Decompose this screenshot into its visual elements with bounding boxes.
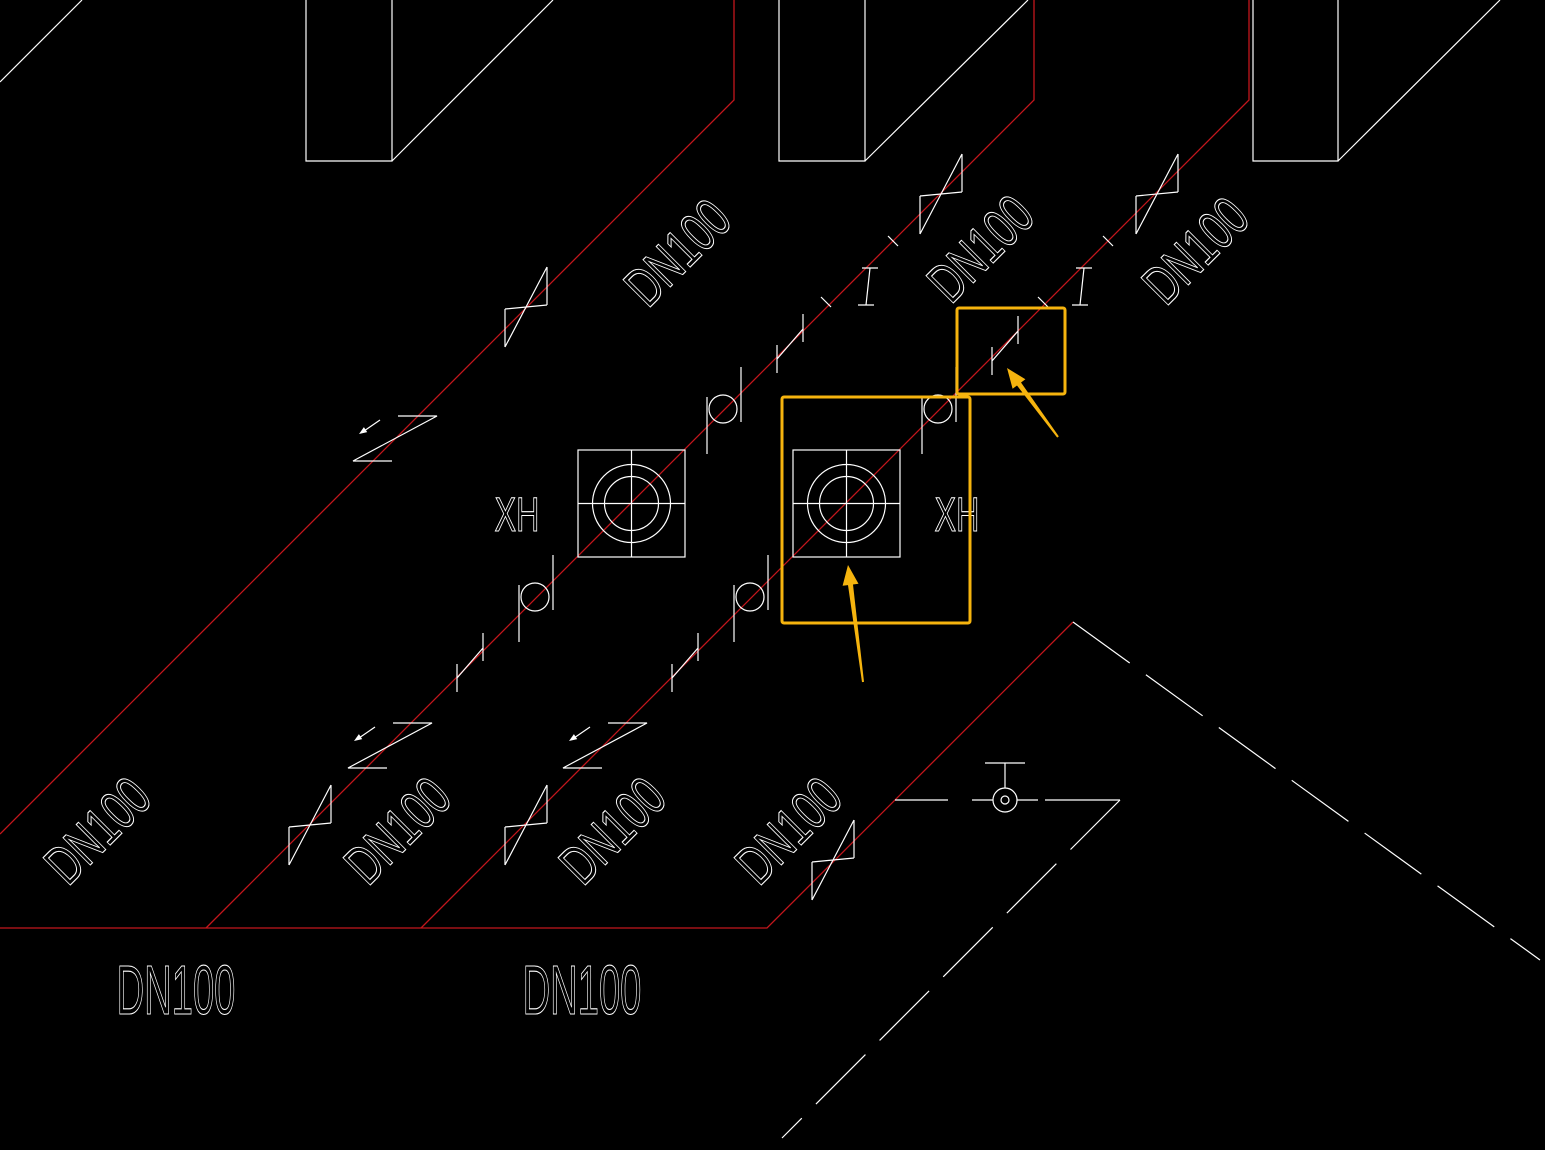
gate-valve-icon (504, 784, 548, 866)
pipe-size-label: DN100 (548, 766, 679, 897)
gate-valve-icon (919, 153, 963, 235)
gate-valve-icon (504, 266, 548, 348)
hydrant-label: XH (935, 488, 980, 542)
highlight-box-flange (955, 306, 1067, 396)
arrow-icon (1007, 368, 1059, 438)
dashed-boundary-line-2 (781, 799, 1121, 1139)
pipe-size-label: DN100 (613, 188, 744, 319)
pipe-size-label: DN100 (1131, 186, 1262, 317)
highlight-box-hydrant (780, 395, 972, 625)
flange-icon (671, 632, 699, 693)
flange-icon (776, 313, 804, 374)
arrow-icon (842, 565, 864, 683)
pipe-riser-2 (205, 0, 1035, 929)
pipe-size-label: DN100 (333, 766, 464, 897)
check-valve-icon (562, 722, 648, 769)
column-outline-1 (305, 0, 554, 162)
pipe-size-label: DN100 (33, 766, 164, 897)
pipe-size-label: DN100 (523, 951, 642, 1029)
corner-edge-line (0, 0, 83, 83)
pipe-main (0, 621, 1074, 929)
pipe-riser-1 (0, 0, 735, 835)
flange-icon (991, 315, 1019, 376)
pipe-size-label: DN100 (916, 184, 1047, 315)
dashed-boundary-line-1 (1072, 621, 1541, 961)
fire-hydrant-icon (577, 449, 686, 558)
fire-hydrant-icon (792, 449, 901, 558)
hydrant-label: XH (495, 488, 540, 542)
pipe-size-label: DN100 (117, 951, 236, 1029)
column-outline-3 (1252, 0, 1501, 162)
gate-valve-icon (1135, 153, 1179, 235)
tick-mark-icon (820, 296, 832, 308)
column-outline-2 (778, 0, 1029, 162)
fitting-icon (895, 762, 1120, 813)
pipe-size-label: DN100 (724, 766, 855, 897)
gate-valve-icon (288, 784, 332, 866)
pipe-riser-3 (420, 0, 1250, 929)
flange-icon (456, 632, 484, 693)
check-valve-icon (352, 415, 438, 462)
check-valve-icon (347, 722, 433, 769)
